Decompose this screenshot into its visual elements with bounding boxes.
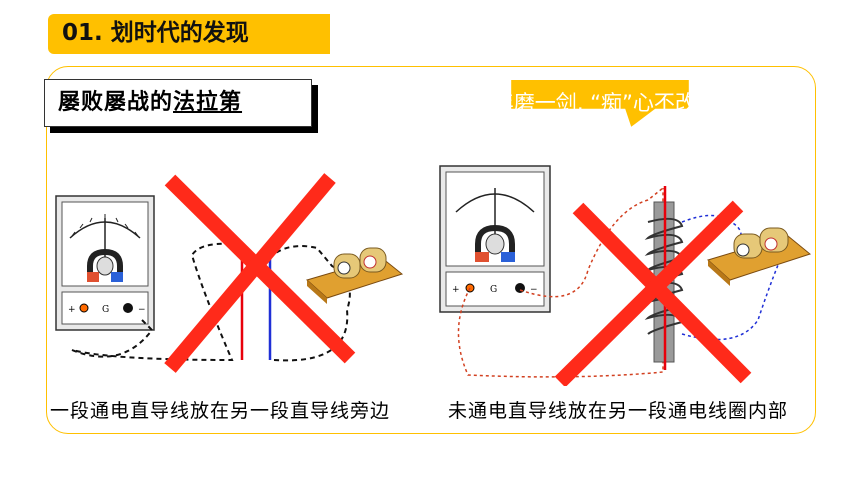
section-heading: 01. 划时代的发现 — [62, 20, 249, 46]
cross-mark-right — [554, 200, 752, 386]
section-heading-bar — [48, 14, 330, 54]
experiment-right-illustration: + G − — [439, 165, 812, 386]
caption-right: 未通电直导线放在另一段通电线圈内部 — [448, 400, 789, 422]
meter-plus-right: + — [452, 285, 460, 295]
cross-mark-left — [164, 173, 356, 373]
title-part-1: 屡败屡战的 — [58, 90, 174, 115]
caption-left: 一段通电直导线放在另一段直导线旁边 — [50, 400, 391, 422]
callout-bubble — [511, 80, 689, 127]
callout-text: 10年磨一剑, “痴”心不改 — [466, 91, 696, 115]
title-box — [44, 79, 312, 127]
battery-right — [707, 227, 812, 286]
meter-minus-left: − — [138, 305, 146, 315]
meter-g-right: G — [490, 285, 497, 295]
galvanometer-right — [439, 165, 551, 313]
title-part-2: 法拉第 — [173, 90, 243, 115]
meter-minus-right: − — [530, 285, 538, 295]
meter-plus-left: + — [68, 305, 76, 315]
galvanometer-left — [55, 195, 155, 331]
meter-g-left: G — [102, 305, 109, 315]
experiment-left-illustration: + G − — [55, 173, 404, 373]
page-title: 屡败屡战的法拉第 — [58, 88, 242, 118]
content-panel — [46, 66, 816, 434]
battery-left — [305, 247, 404, 304]
